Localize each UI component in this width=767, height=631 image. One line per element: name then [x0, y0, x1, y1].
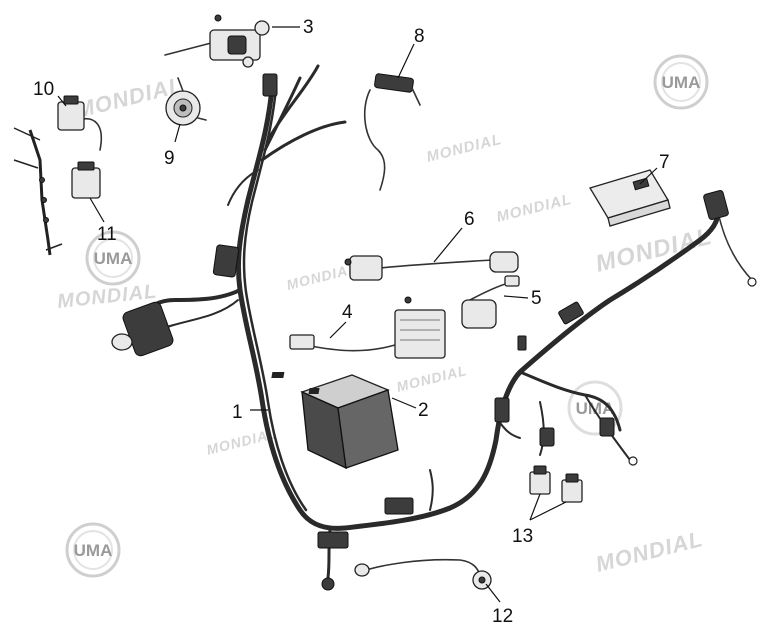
- callout-9: 9: [164, 148, 175, 169]
- relay-10: [57, 95, 85, 131]
- cdi-module: [589, 169, 671, 227]
- callout-7: 7: [659, 152, 670, 173]
- callout-4: 4: [342, 302, 353, 323]
- ignition-switch: [164, 14, 270, 68]
- callout-2: 2: [418, 400, 429, 421]
- harness-connector: [517, 335, 527, 351]
- harness-main-connector: [111, 301, 174, 357]
- uma-logo-watermark: UMA: [653, 54, 709, 110]
- sensor-lead: [363, 73, 421, 191]
- main-wiring-harness: [111, 64, 757, 591]
- harness-end-terminal: [628, 456, 638, 466]
- uma-logo-text: UMA: [94, 249, 133, 268]
- leader-2: [391, 397, 417, 409]
- callout-13: 13: [512, 526, 533, 547]
- battery: [271, 372, 399, 470]
- leader-13b: [529, 501, 567, 521]
- leader-6: [433, 227, 463, 263]
- leader-8: [397, 43, 415, 79]
- callout-3: 3: [303, 17, 314, 38]
- harness-connector: [212, 244, 240, 278]
- relay-11: [71, 161, 101, 199]
- uma-logo-watermark: UMA: [85, 230, 141, 286]
- harness-connector: [494, 397, 510, 423]
- callout-12: 12: [492, 606, 513, 627]
- uma-logo-text: UMA: [662, 73, 701, 92]
- uma-logo-text: UMA: [74, 541, 113, 560]
- relay-13b: [561, 473, 583, 503]
- mondial-watermark: MONDIAL: [395, 362, 469, 395]
- leader-4: [329, 321, 347, 339]
- callout-8: 8: [414, 26, 425, 47]
- mondial-watermark: MONDIAL: [593, 526, 705, 577]
- starter-relay: [461, 275, 520, 329]
- callout-11: 11: [97, 224, 117, 245]
- leader-12: [485, 583, 501, 603]
- callout-5: 5: [531, 288, 542, 309]
- callout-10: 10: [33, 79, 54, 100]
- harness-connector: [703, 190, 729, 220]
- harness-connector: [317, 531, 349, 549]
- leader-5: [503, 295, 529, 299]
- leader-10: [57, 95, 67, 107]
- leader-9: [174, 123, 181, 143]
- callout-labels: 1 2 3 4 5 6 7 8 9 10 11 12 13: [33, 17, 670, 627]
- leader-7: [639, 167, 658, 185]
- harness-ground-terminal: [321, 577, 335, 591]
- uma-logo-watermark: UMA: [65, 522, 121, 578]
- ignition-coil: [344, 251, 519, 281]
- mondial-watermark: MONDIAL: [425, 131, 504, 166]
- callout-1: 1: [232, 402, 243, 423]
- harness-connector: [558, 301, 584, 325]
- voltage-regulator: [289, 296, 446, 359]
- harness-connector: [262, 73, 278, 97]
- relay-bracket: [13, 118, 102, 256]
- sensor-lead-12: [354, 558, 492, 590]
- leader-11: [89, 197, 105, 223]
- horn: [165, 77, 207, 126]
- harness-connector: [384, 497, 414, 515]
- callout-6: 6: [464, 209, 475, 230]
- harness-connector: [539, 427, 555, 447]
- mondial-watermark: MONDIAL: [495, 191, 574, 226]
- leader-13a: [529, 493, 541, 521]
- relay-13a: [529, 465, 551, 495]
- leader-lines: [57, 26, 658, 603]
- harness-end-terminal: [747, 277, 757, 287]
- harness-connector: [599, 417, 615, 437]
